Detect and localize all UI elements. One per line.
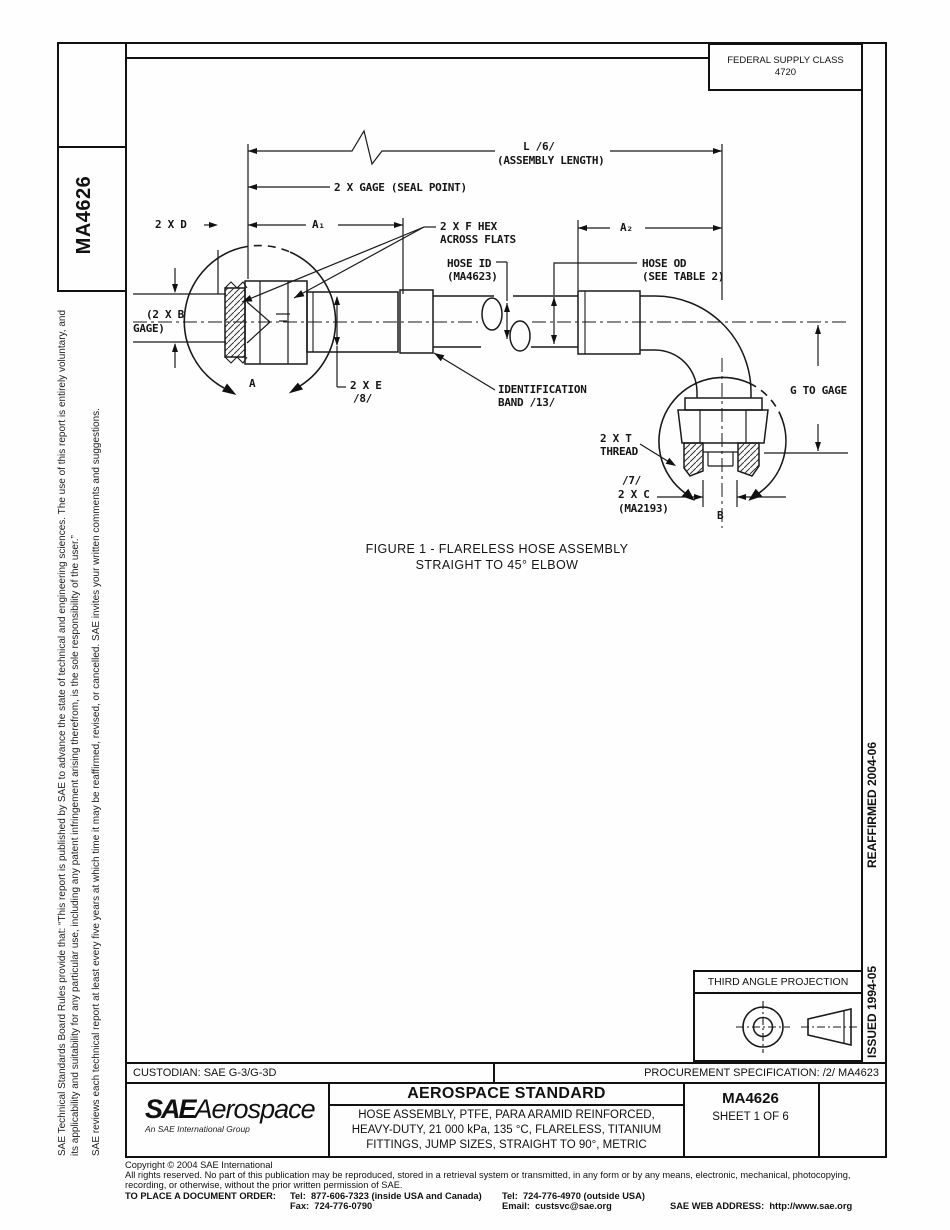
order-fax: Fax: 724-776-0790: [290, 1201, 373, 1211]
side-doc-number: MA4626: [73, 175, 95, 255]
title-block-div-2: [683, 1082, 685, 1158]
third-angle-projection-title: THIRD ANGLE PROJECTION: [695, 972, 861, 994]
custodian-text: CUSTODIAN: SAE G-3/G-3D: [133, 1067, 277, 1079]
label-view-a: A: [249, 377, 256, 390]
doc-number-box: [57, 146, 127, 292]
label-hose-od-2: (SEE TABLE 2): [642, 270, 725, 283]
custodian-row-divider: [493, 1062, 495, 1084]
custodian-row-top-rule: [125, 1062, 887, 1064]
figure-caption-line2: STRAIGHT TO 45° ELBOW: [415, 558, 579, 572]
standard-title-line2: HEAVY-DUTY, 21 000 kPa, 135 °C, FLARELES…: [351, 1124, 662, 1136]
sae-aerospace-logo: SAEAerospace An SAE International Group: [145, 1094, 325, 1134]
federal-supply-class-box: FEDERAL SUPPLY CLASS 4720: [708, 43, 863, 91]
figure-caption-line1: FIGURE 1 - FLARELESS HOSE ASSEMBLY: [365, 542, 629, 556]
logo-tagline: An SAE International Group: [145, 1124, 250, 1134]
label-view-b: B: [717, 509, 724, 522]
label-hose-id-2: (MA4623): [447, 270, 498, 283]
label-g-to-gage: G TO GAGE: [790, 384, 847, 397]
label-e-2: /8/: [353, 392, 372, 405]
label-hex-2: ACROSS FLATS: [440, 233, 516, 246]
main-border: [125, 42, 887, 1158]
order-email: Email: custsvc@sae.org: [502, 1201, 612, 1211]
side-review-note-text: SAE reviews each technical report at lea…: [91, 408, 102, 1156]
label-assembly-length: (ASSEMBLY LENGTH): [497, 154, 605, 167]
standard-title-line3: FITTINGS, JUMP SIZES, STRAIGHT TO 90°, M…: [366, 1139, 647, 1151]
side-issue-history: ISSUED 1994-05 REAFFIRMED 2004-06: [865, 742, 879, 1058]
doc-number-cell: MA4626 SHEET 1 OF 6: [685, 1090, 816, 1123]
right-column-rule: [861, 42, 863, 1062]
label-e-1: 2 X E: [350, 379, 382, 392]
label-b-gage-1: (2 X B: [146, 308, 184, 321]
label-2xd: 2 X D: [155, 218, 187, 231]
title-block-div-3: [818, 1082, 820, 1158]
label-assembly-length-l: L /6/: [523, 140, 555, 153]
label-a1: A₁: [312, 218, 325, 231]
order-label: TO PLACE A DOCUMENT ORDER:: [125, 1191, 276, 1201]
label-hose-od-1: HOSE OD: [642, 257, 687, 270]
issued-date: ISSUED 1994-05: [865, 965, 879, 1058]
sae-web-address: SAE WEB ADDRESS: http://www.sae.org: [670, 1201, 853, 1211]
label-hose-id-1: HOSE ID: [447, 257, 492, 270]
standard-type-underline: [328, 1104, 683, 1106]
reaffirmed-date: REAFFIRMED 2004-06: [865, 742, 879, 869]
sheet-number: SHEET 1 OF 6: [712, 1111, 789, 1123]
inner-top-rule: [125, 57, 710, 59]
standard-title: HOSE ASSEMBLY, PTFE, PARA ARAMID REINFOR…: [330, 1108, 683, 1153]
label-id-band-1: IDENTIFICATION: [498, 383, 587, 396]
label-hex-1: 2 X F HEX: [440, 220, 497, 233]
title-block-top-rule: [125, 1082, 887, 1084]
federal-supply-class-value: 4720: [774, 67, 797, 78]
title-block-doc-number: MA4626: [722, 1090, 779, 1107]
label-a2: A₂: [620, 221, 633, 234]
title-block-div-1: [328, 1082, 330, 1158]
label-gage-seal-point: 2 X GAGE (SEAL POINT): [334, 181, 467, 194]
label-id-band-2: BAND /13/: [498, 396, 555, 409]
logo-aerospace-text: Aerospace: [194, 1094, 316, 1124]
federal-supply-class-label: FEDERAL SUPPLY CLASS: [727, 55, 844, 66]
label-note-7: /7/: [622, 474, 641, 487]
logo-sae-text: SAE: [145, 1094, 197, 1124]
label-b-gage-2: GAGE): [133, 322, 165, 335]
label-c-1: 2 X C: [618, 488, 650, 501]
label-c-2: (MA2193): [618, 502, 669, 515]
order-tel-inside: Tel: 877-606-7323 (inside USA and Canada…: [290, 1191, 482, 1201]
custodian-cell: CUSTODIAN: SAE G-3/G-3D: [133, 1064, 485, 1082]
procurement-text: PROCUREMENT SPECIFICATION: /2/ MA4623: [644, 1067, 879, 1079]
rights-text: All rights reserved. No part of this pub…: [125, 1170, 851, 1190]
third-angle-projection-box: THIRD ANGLE PROJECTION: [693, 970, 863, 1062]
label-thread-2: THREAD: [600, 445, 638, 458]
side-disclaimer-text: SAE Technical Standards Board Rules prov…: [57, 309, 81, 1156]
label-thread-1: 2 X T: [600, 432, 632, 445]
procurement-cell: PROCUREMENT SPECIFICATION: /2/ MA4623: [495, 1064, 879, 1082]
standard-type-heading: AEROSPACE STANDARD: [407, 1084, 606, 1102]
order-tel-outside: Tel: 724-776-4970 (outside USA): [502, 1191, 645, 1201]
standard-title-line1: HOSE ASSEMBLY, PTFE, PARA ARAMID REINFOR…: [358, 1109, 655, 1121]
copyright-text: Copyright © 2004 SAE International: [125, 1160, 273, 1170]
